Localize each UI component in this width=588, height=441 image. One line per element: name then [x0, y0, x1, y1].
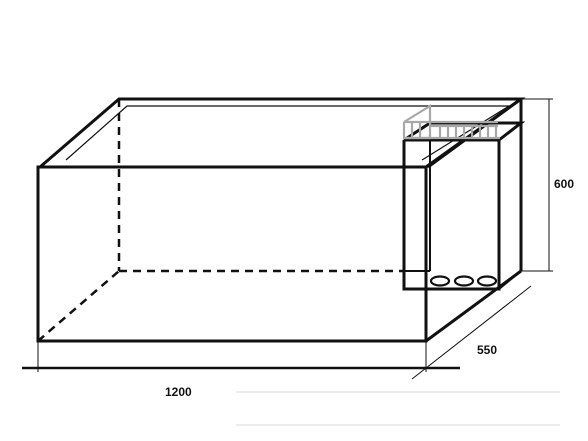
- front-face: [36, 165, 428, 343]
- drain-hole-3: [476, 275, 498, 287]
- drain-hole-1: [429, 275, 451, 287]
- depth-label: 550: [477, 343, 497, 357]
- overflow-box-depth-bottom: [498, 270, 522, 290]
- front-right-top-edge: [425, 97, 522, 169]
- faint-artifact-lines: [236, 391, 560, 426]
- drain-holes: [429, 275, 498, 287]
- overflow-box: [402, 121, 526, 291]
- length-label: 1200: [165, 385, 192, 399]
- height-label: 600: [554, 177, 574, 191]
- height-dimension-line: [521, 98, 553, 272]
- inner-rim-edge: [65, 105, 512, 161]
- depth-dimension-line: [411, 285, 532, 380]
- length-dimension-line: [22, 341, 460, 372]
- bottom-left-depth-edge: [37, 270, 120, 342]
- overflow-comb: [402, 104, 500, 140]
- drain-hole-2: [453, 275, 475, 287]
- overflow-box-outline: [402, 138, 501, 291]
